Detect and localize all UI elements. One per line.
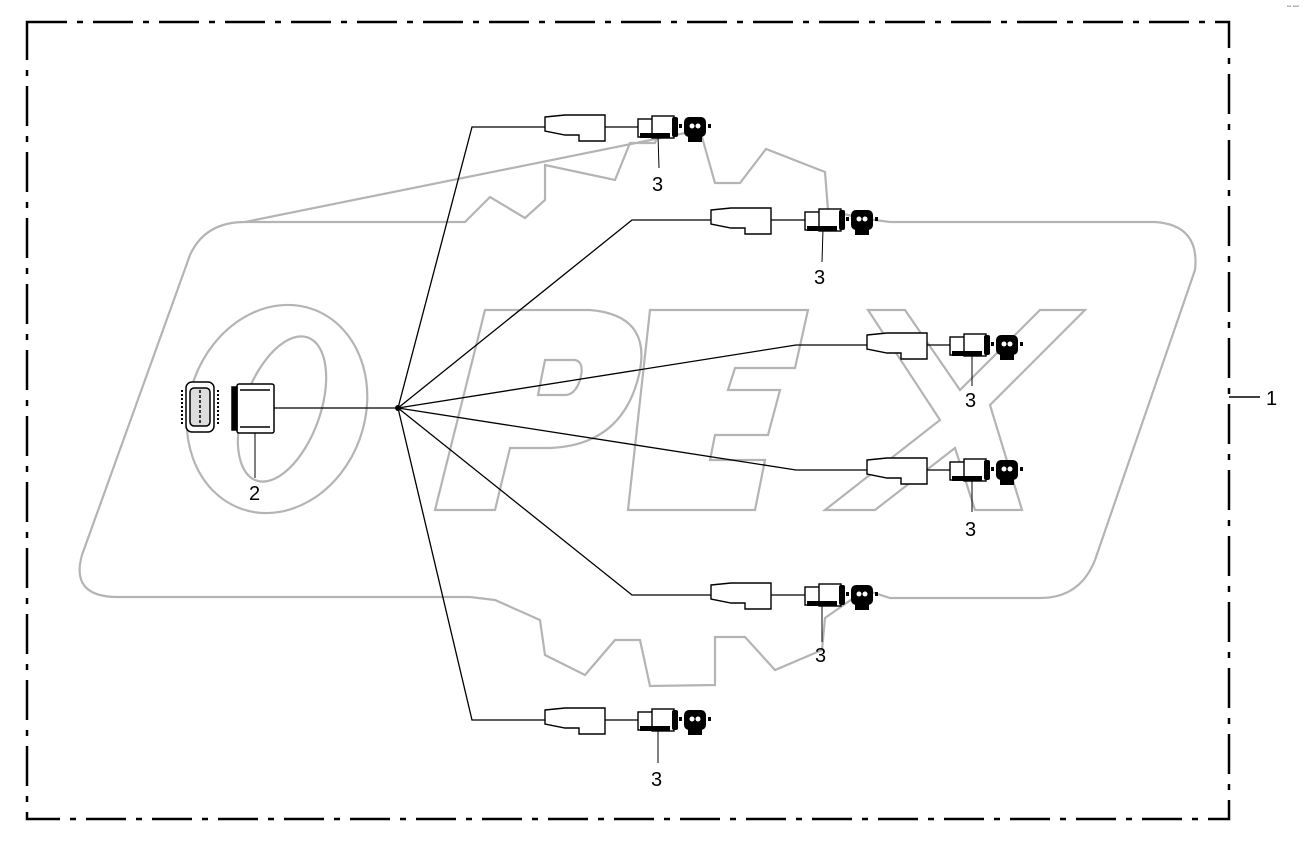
- branch-4-callout: 3: [965, 519, 976, 541]
- branch-2-leader: [821, 228, 824, 263]
- branch-1-connector[interactable]: [544, 114, 711, 142]
- branch-2-callout: 3: [814, 267, 825, 289]
- callout-2-label: 2: [249, 483, 260, 505]
- callout-1-label: 1: [1266, 388, 1277, 410]
- branch-3-callout: 3: [965, 390, 976, 412]
- branch-1-callout: 3: [652, 174, 663, 196]
- branch-2-connector[interactable]: [710, 207, 878, 235]
- branch-3-connector[interactable]: [866, 332, 1023, 360]
- main-connector-mating-icon: [181, 381, 219, 433]
- watermark-letter-e: [626, 308, 810, 512]
- branch-1-leader: [657, 135, 660, 169]
- main-connector-icon[interactable]: [231, 383, 275, 434]
- branch-5-connector[interactable]: [710, 582, 878, 610]
- branch-5-callout: 3: [815, 645, 826, 667]
- corner-mark: ▪▪ ▪▪▪: [1286, 4, 1299, 10]
- watermark-letter-o-outer: [185, 303, 369, 515]
- watermark-letter-x: [821, 308, 1088, 512]
- watermark-letter-p: [433, 308, 643, 512]
- branch-6-connector[interactable]: [544, 707, 711, 735]
- branch-4-connector[interactable]: [866, 457, 1023, 485]
- branch-6-callout: 3: [651, 769, 662, 791]
- assembly-boundary: [25, 20, 1231, 821]
